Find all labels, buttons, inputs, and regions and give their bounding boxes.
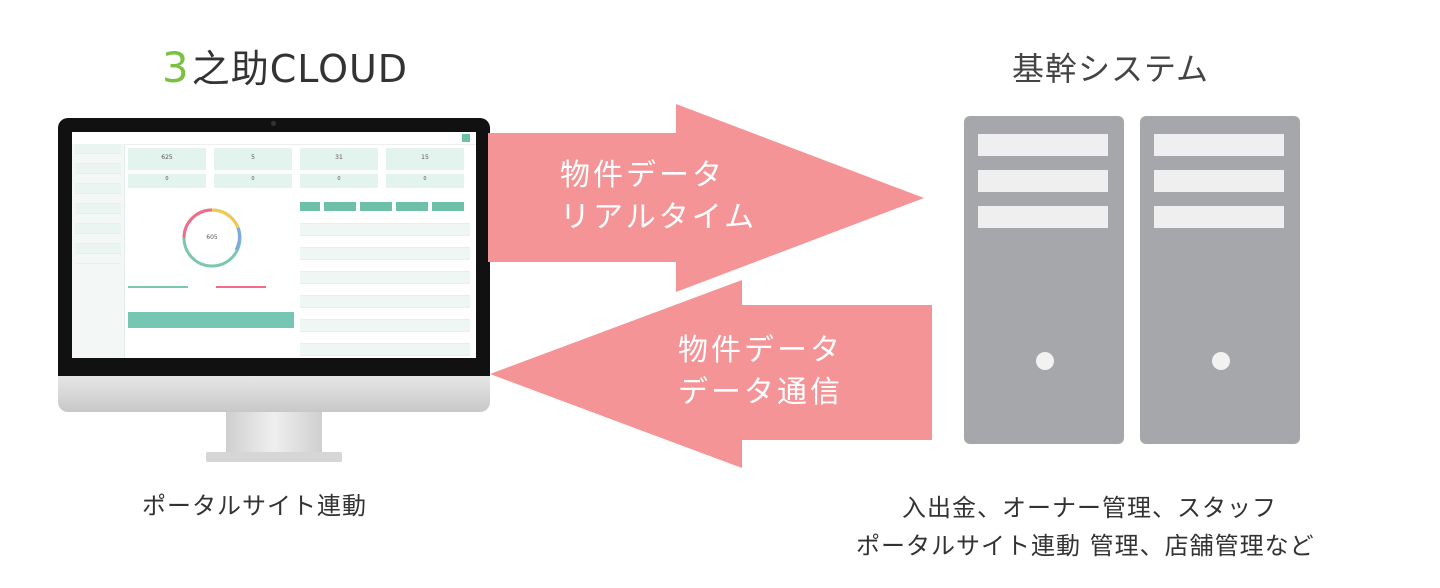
stat-card-number: 625 [161, 154, 173, 161]
sidebar-item [75, 204, 121, 214]
sidebar-item [75, 224, 121, 234]
donut-ring [182, 208, 242, 268]
stat-card-sub: 0 [337, 176, 341, 182]
arrow-right-line2: リアルタイム [560, 200, 758, 235]
progress-bar-pink [216, 286, 266, 288]
arrow-right-line1: 物件データ [560, 158, 725, 193]
table-header-cell [324, 202, 356, 211]
app-title-text: 之助CLOUD [191, 47, 409, 91]
stat-card-divider [214, 170, 292, 174]
server-power-light [1036, 352, 1054, 370]
server-drive-bay [1154, 206, 1284, 228]
sidebar-item [75, 164, 121, 174]
arrow-to-cloud [490, 280, 932, 468]
progress-row [128, 282, 296, 288]
stat-card-sub: 0 [423, 176, 427, 182]
server-drive-bay [978, 206, 1108, 228]
progress-bar-green [128, 286, 188, 288]
monitor-stand [226, 412, 322, 454]
cloud-caption: ポータルサイト連動 [142, 492, 367, 520]
core-system-title: 基幹システム [1012, 50, 1210, 88]
stat-card-divider [128, 170, 206, 174]
sidebar-item [75, 214, 121, 224]
camera-dot [271, 121, 276, 126]
table-header-cell [360, 202, 392, 211]
table-row [300, 224, 470, 236]
server-tower [964, 116, 1124, 444]
donut-chart: 605 [180, 206, 244, 270]
stat-card-number: 15 [421, 154, 429, 161]
server-drive-bay [978, 170, 1108, 192]
table-row [300, 284, 470, 296]
stat-card: 625 0 [128, 148, 206, 188]
server-drive-bay [978, 134, 1108, 156]
stat-card-divider [300, 170, 378, 174]
stat-card: 15 0 [386, 148, 464, 188]
table-row [300, 236, 470, 248]
sidebar-item [75, 194, 121, 204]
stat-card-number: 31 [335, 154, 343, 161]
app-title-number: 3 [162, 43, 190, 92]
sidebar-item [75, 184, 121, 194]
core-system-caption-line1: 入出金、オーナー管理、スタッフ [902, 494, 1277, 522]
sidebar-item [75, 154, 121, 164]
server-drive-bay [1154, 170, 1284, 192]
app-action-button [128, 312, 294, 328]
stat-card: 5 0 [214, 148, 292, 188]
stat-card: 31 0 [300, 148, 378, 188]
stat-card-number: 5 [251, 154, 255, 161]
arrow-left-line2: データ通信 [678, 375, 843, 410]
table-header-cell [432, 202, 464, 211]
arrow-left-line1: 物件データ [678, 333, 843, 368]
app-title: 3之助CLOUD [162, 38, 408, 93]
table-row [300, 272, 470, 284]
sidebar-item [75, 144, 121, 154]
monitor-chin [58, 376, 490, 412]
table-row [300, 248, 470, 260]
table-row [300, 296, 470, 308]
table-row [300, 332, 470, 344]
donut-value: 605 [206, 234, 218, 241]
table-row [300, 344, 470, 356]
sidebar-item [75, 254, 121, 264]
app-screenshot: 625 0 5 0 31 0 15 0 605 [72, 132, 476, 358]
table-row [300, 320, 470, 332]
core-system-caption-line2: ポータルサイト連動 管理、店舗管理など [856, 532, 1315, 560]
table-row [300, 212, 470, 224]
table-header-cell [396, 202, 428, 211]
server-power-light [1212, 352, 1230, 370]
sidebar-item [75, 244, 121, 254]
app-sidebar [72, 144, 125, 358]
table-header-cell [300, 202, 320, 211]
server-tower [1140, 116, 1300, 444]
monitor-base [206, 452, 342, 462]
stat-card-divider [386, 170, 464, 174]
server-drive-bay [1154, 134, 1284, 156]
table-row [300, 308, 470, 320]
app-header [72, 132, 476, 145]
arrow-to-core-system [488, 104, 924, 292]
sidebar-item [75, 174, 121, 184]
stat-card-sub: 0 [251, 176, 255, 182]
sidebar-item [75, 234, 121, 244]
app-header-corner [462, 134, 470, 142]
stat-card-sub: 0 [165, 176, 169, 182]
table-row [300, 260, 470, 272]
